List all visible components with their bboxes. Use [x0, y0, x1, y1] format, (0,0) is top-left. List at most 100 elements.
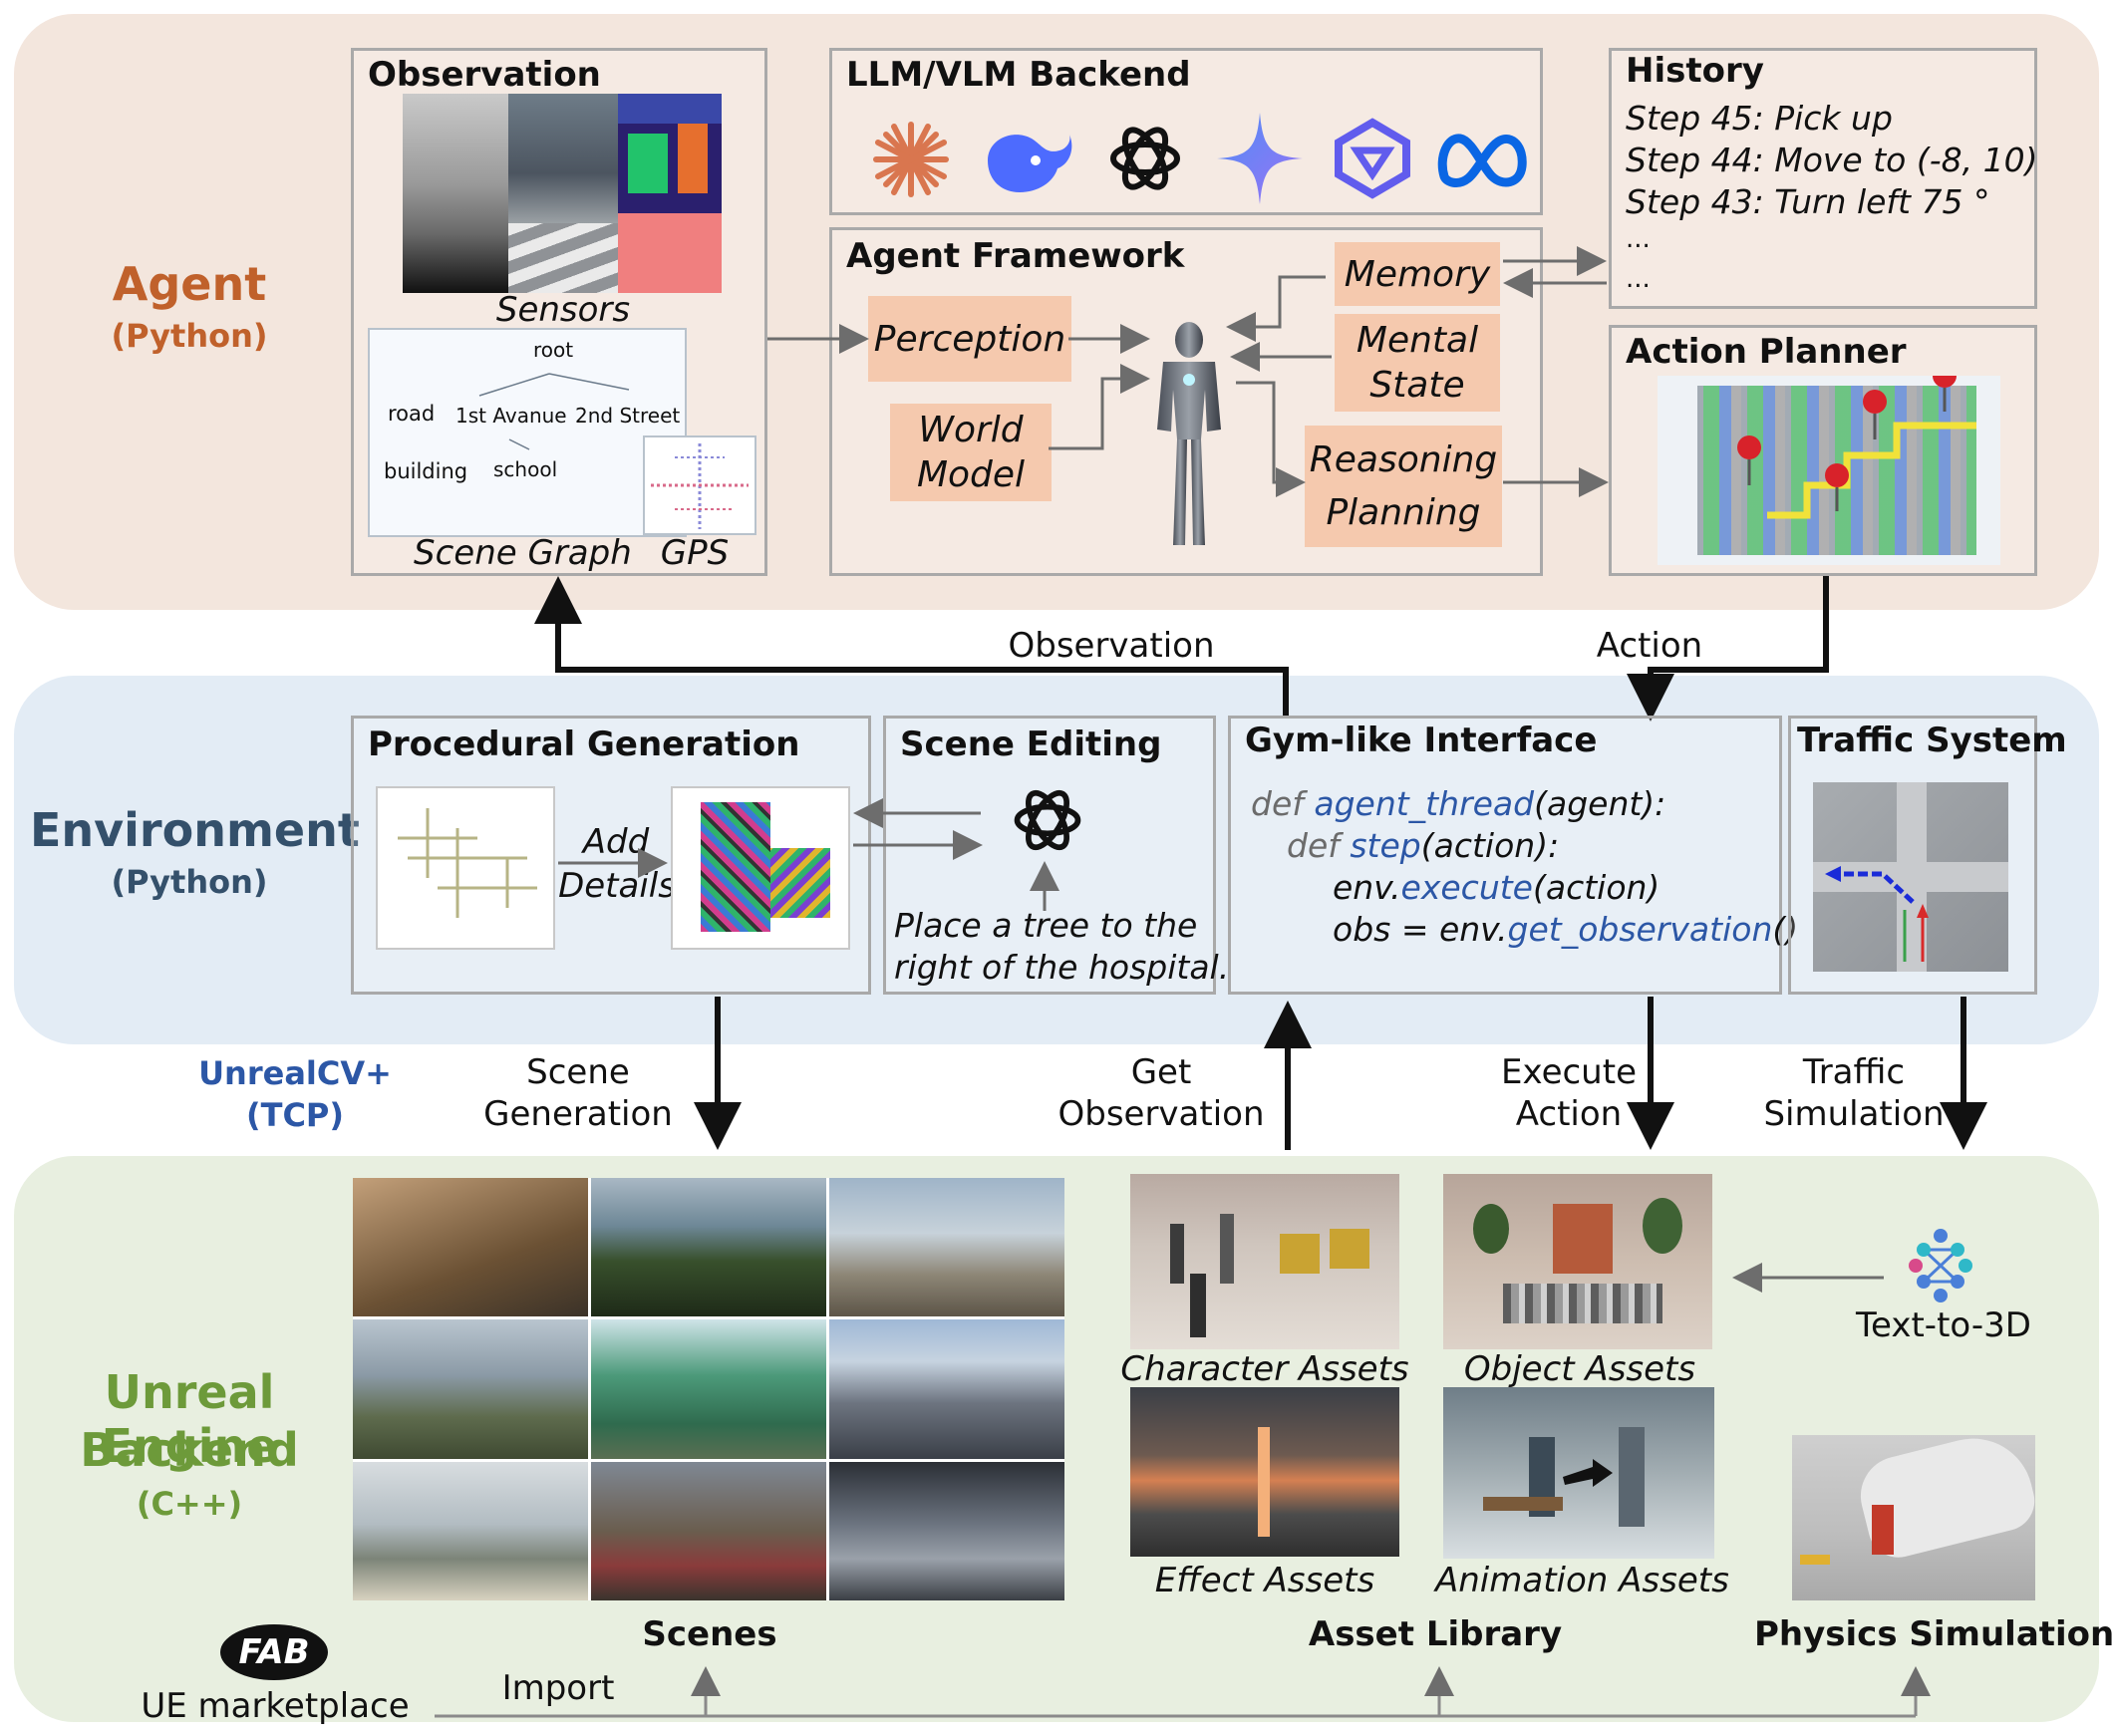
- environment-band: [14, 676, 2099, 1044]
- openai-logo-icon: [1014, 789, 1081, 851]
- history-item-5: ...: [1626, 264, 1651, 294]
- scene-editing-panel: Scene Editing Place a tree to the right …: [883, 716, 1229, 995]
- unrealcv-label-2: (TCP): [245, 1096, 344, 1134]
- traffic-system-panel: Traffic System: [1788, 716, 2067, 995]
- import-label: Import: [501, 1668, 615, 1708]
- sg-road: road: [388, 402, 436, 426]
- object-assets-label: Object Assets: [1463, 1349, 1696, 1389]
- asset-library-label: Asset Library: [1308, 1614, 1563, 1654]
- traffic-paths: [1825, 866, 1929, 962]
- history-title: History: [1626, 51, 1764, 91]
- code-fn-3: execute: [1400, 868, 1533, 907]
- action-planner-map: [1658, 376, 2000, 565]
- unrealcv-label-1: UnrealCV+: [198, 1054, 392, 1092]
- claude-logo-icon: [873, 122, 949, 197]
- code-line-2: def step(action):: [1287, 826, 1559, 865]
- segmentation-sensor-image: [618, 94, 722, 293]
- animation-assets-image: [1443, 1387, 1714, 1559]
- fab-logo-text: FAB: [238, 1632, 310, 1672]
- meta-logo-icon: [1437, 134, 1527, 187]
- scene-thumb-8: [591, 1461, 826, 1600]
- reasoning-label: Reasoning: [1309, 439, 1498, 480]
- deepseek-logo-icon: [988, 135, 1072, 192]
- action-planner-title: Action Planner: [1626, 332, 1907, 372]
- scene-thumb-2: [591, 1178, 826, 1317]
- ue-marketplace-label: UE marketplace: [141, 1686, 410, 1726]
- effect-assets-label: Effect Assets: [1154, 1561, 1375, 1600]
- code-pre-3: env.: [1333, 868, 1401, 907]
- execute-action-label-1: Execute: [1501, 1052, 1637, 1092]
- agent-band-sub: (Python): [111, 317, 268, 355]
- agent-band-title: Agent: [112, 257, 267, 311]
- gps-label: GPS: [660, 533, 730, 573]
- history-item-4: ...: [1626, 224, 1651, 254]
- unreal-band-title-1: Unreal Engine: [101, 1365, 278, 1473]
- scene-edit-prompt-1: Place a tree to the: [894, 906, 1198, 945]
- road-skeleton-image: [376, 786, 555, 950]
- code-line-3: env.execute(action): [1333, 868, 1660, 907]
- humanoid-agent-icon: [1157, 322, 1221, 545]
- unreal-band-title-2: Backend: [80, 1423, 299, 1477]
- world-model-block: World Model: [890, 404, 1052, 501]
- get-observation-label-1: Get: [1130, 1052, 1192, 1092]
- unreal-band-sub: (C++): [136, 1485, 243, 1523]
- sg-street1: 1st Avanue: [455, 404, 567, 428]
- scene-thumb-1: [353, 1178, 588, 1317]
- traffic-simulation-label-2: Simulation: [1763, 1094, 1945, 1134]
- gemini-logo-icon: [1217, 113, 1303, 204]
- scene-edit-prompt-2: right of the hospital.: [894, 948, 1230, 987]
- planned-route: [1737, 376, 1976, 519]
- observation-title: Observation: [368, 55, 601, 95]
- character-assets-label: Character Assets: [1120, 1349, 1409, 1389]
- character-assets-image: [1130, 1174, 1399, 1349]
- action-planner-panel: Action Planner: [1609, 325, 2037, 576]
- gps-roads: [651, 443, 749, 529]
- traffic-system-title: Traffic System: [1797, 721, 2067, 760]
- depth-sensor-image: [403, 94, 508, 293]
- perception-block: Perception: [868, 296, 1071, 382]
- scene-thumb-6: [829, 1319, 1064, 1459]
- get-observation-label-2: Observation: [1057, 1094, 1265, 1134]
- agent-framework-title: Agent Framework: [846, 236, 1185, 276]
- text-to-3d-label: Text-to-3D: [1856, 1305, 2031, 1345]
- scene-thumb-3: [829, 1178, 1064, 1317]
- history-item-2: Step 44: Move to (-8, 10): [1626, 141, 2038, 179]
- gym-interface-panel: Gym-like Interface def agent_thread(agen…: [1228, 716, 1798, 995]
- scene-graph-edges: [478, 373, 630, 450]
- scenes-grid: [353, 1178, 1064, 1600]
- code-rest-1: (agent):: [1534, 784, 1666, 823]
- rgb-sensor-image: [508, 94, 618, 293]
- scene-thumb-5: [591, 1319, 826, 1459]
- agent-framework-panel: Agent Framework Perception World Model M…: [829, 227, 1543, 576]
- gym-interface-title: Gym-like Interface: [1245, 721, 1598, 760]
- execute-action-label-2: Action: [1515, 1094, 1623, 1134]
- observation-panel: Observation Sensors root road 1st Avanue…: [351, 48, 767, 576]
- scene-graph-label: Scene Graph: [414, 533, 632, 573]
- sensors-label: Sensors: [495, 290, 631, 330]
- sg-root: root: [533, 338, 574, 362]
- code-pre-4: obs = env.: [1333, 910, 1508, 949]
- mental-state-block: Mental State: [1335, 314, 1500, 412]
- code-rest-2: (action):: [1420, 826, 1560, 865]
- environment-band-sub: (Python): [111, 863, 268, 901]
- animation-arrow: [1563, 1459, 1613, 1487]
- code-kw-2: def: [1287, 826, 1351, 865]
- scene-generation-label-2: Generation: [483, 1094, 673, 1134]
- code-line-4: obs = env.get_observation(): [1333, 910, 1798, 949]
- scene-thumb-4: [353, 1319, 588, 1459]
- scene-editing-title: Scene Editing: [900, 724, 1162, 764]
- reasoning-planning-block: Reasoning Planning: [1305, 426, 1502, 547]
- traffic-simulation-label-1: Traffic: [1802, 1052, 1906, 1092]
- effect-assets-image: [1130, 1387, 1399, 1557]
- llm-backend-panel: LLM/VLM Backend: [829, 48, 1543, 215]
- memory-block: Memory: [1335, 242, 1500, 306]
- object-assets-image: [1443, 1174, 1712, 1349]
- code-rest-3: (action): [1532, 868, 1660, 907]
- traffic-aerial-image: [1813, 782, 2008, 972]
- scene-generation-label-1: Scene: [526, 1052, 630, 1092]
- sg-building: building: [384, 459, 468, 483]
- code-line-1: def agent_thread(agent):: [1251, 784, 1665, 823]
- scenes-label: Scenes: [642, 1614, 777, 1654]
